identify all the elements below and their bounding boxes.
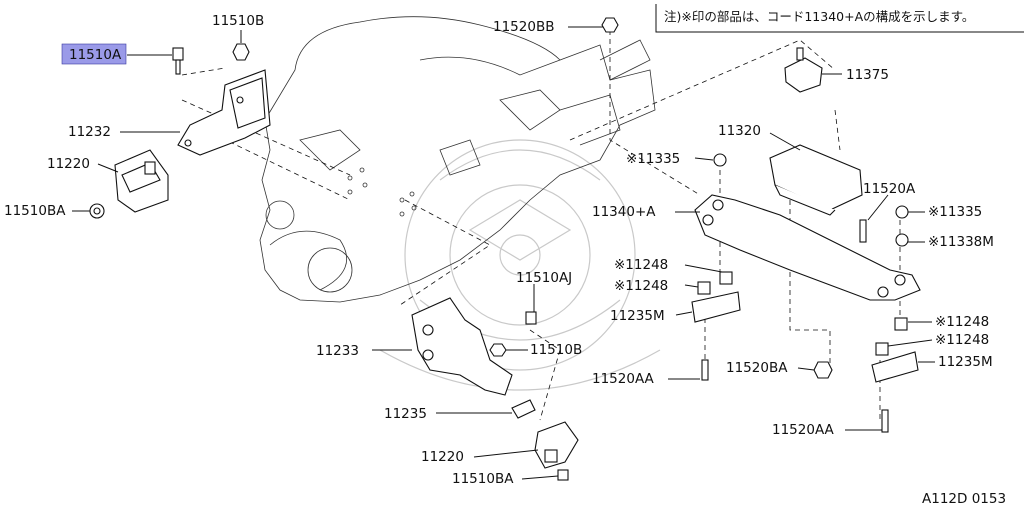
part-highlight (61, 43, 127, 65)
fastener-11520BB (601, 17, 619, 33)
label-11510ba-bottom[interactable]: 11510BA (452, 471, 514, 487)
label-11340a[interactable]: 11340+A (592, 204, 656, 220)
label-11520aa-right[interactable]: 11520AA (772, 422, 835, 438)
insulator-11220-top (114, 149, 169, 213)
fastener-11510B-top (232, 43, 250, 61)
label-11320[interactable]: 11320 (718, 123, 761, 139)
bracket-11232 (177, 69, 271, 156)
fastener-11510AJ (525, 311, 537, 325)
watermark-emblem (379, 139, 661, 391)
note-text: 注)※印の部品は、コード11340+Aの構成を示します。 (664, 9, 974, 24)
label-11520bb[interactable]: 11520BB (493, 19, 554, 35)
label-11235m-right[interactable]: 11235M (938, 354, 993, 370)
spacers-11248-left (691, 271, 741, 323)
cover-11320 (769, 144, 863, 216)
label-11335-right[interactable]: ※11335 (928, 204, 982, 220)
spacers-11248-right (871, 317, 919, 383)
bracket-11233 (411, 297, 513, 396)
plate-11235 (511, 399, 536, 419)
label-11510ba-top[interactable]: 11510BA (4, 203, 66, 219)
label-11510a[interactable]: 11510A (69, 47, 122, 63)
label-11248-l1[interactable]: ※11248 (614, 257, 668, 273)
label-11248-r1[interactable]: ※11248 (935, 314, 989, 330)
label-11510b-mid[interactable]: 11510B (530, 342, 582, 358)
label-11233[interactable]: 11233 (316, 343, 359, 359)
label-11510aj[interactable]: 11510AJ (516, 270, 572, 286)
crossmember-11340A (694, 194, 921, 301)
label-11248-r2[interactable]: ※11248 (935, 332, 989, 348)
label-11335-left[interactable]: ※11335 (626, 151, 680, 167)
rubber-11375 (784, 47, 823, 93)
label-11520ba-mid[interactable]: 11520BA (726, 360, 788, 376)
label-11232[interactable]: 11232 (68, 124, 111, 140)
label-11235m-left[interactable]: 11235M (610, 308, 665, 324)
label-11510b-top[interactable]: 11510B (212, 13, 264, 29)
label-11220-bottom[interactable]: 11220 (421, 449, 464, 465)
label-11248-l2[interactable]: ※11248 (614, 278, 668, 294)
fastener-11510A (172, 47, 184, 75)
washer-11335 (713, 153, 909, 247)
label-11338m[interactable]: ※11338M (928, 234, 994, 250)
fastener-11510B-mid (489, 343, 507, 357)
note-box: 注)※印の部品は、コード11340+Aの構成を示します。 (655, 4, 1024, 33)
diagram-code: A112D 0153 (922, 491, 1006, 507)
insulator-11220-bottom (534, 421, 579, 469)
label-11375[interactable]: 11375 (846, 67, 889, 83)
label-11235[interactable]: 11235 (384, 406, 427, 422)
leader-lines (72, 26, 935, 480)
part-labels: 11510B 11510A 11232 11220 11510BA 11520B… (4, 13, 994, 487)
fastener-11510BA-top (89, 203, 105, 219)
engine-outline (259, 16, 656, 303)
fastener-11510BA-bottom (557, 469, 569, 481)
label-11520aa-left[interactable]: 11520AA (592, 371, 655, 387)
label-11520a[interactable]: 11520A (863, 181, 916, 197)
label-11220-top[interactable]: 11220 (47, 156, 90, 172)
